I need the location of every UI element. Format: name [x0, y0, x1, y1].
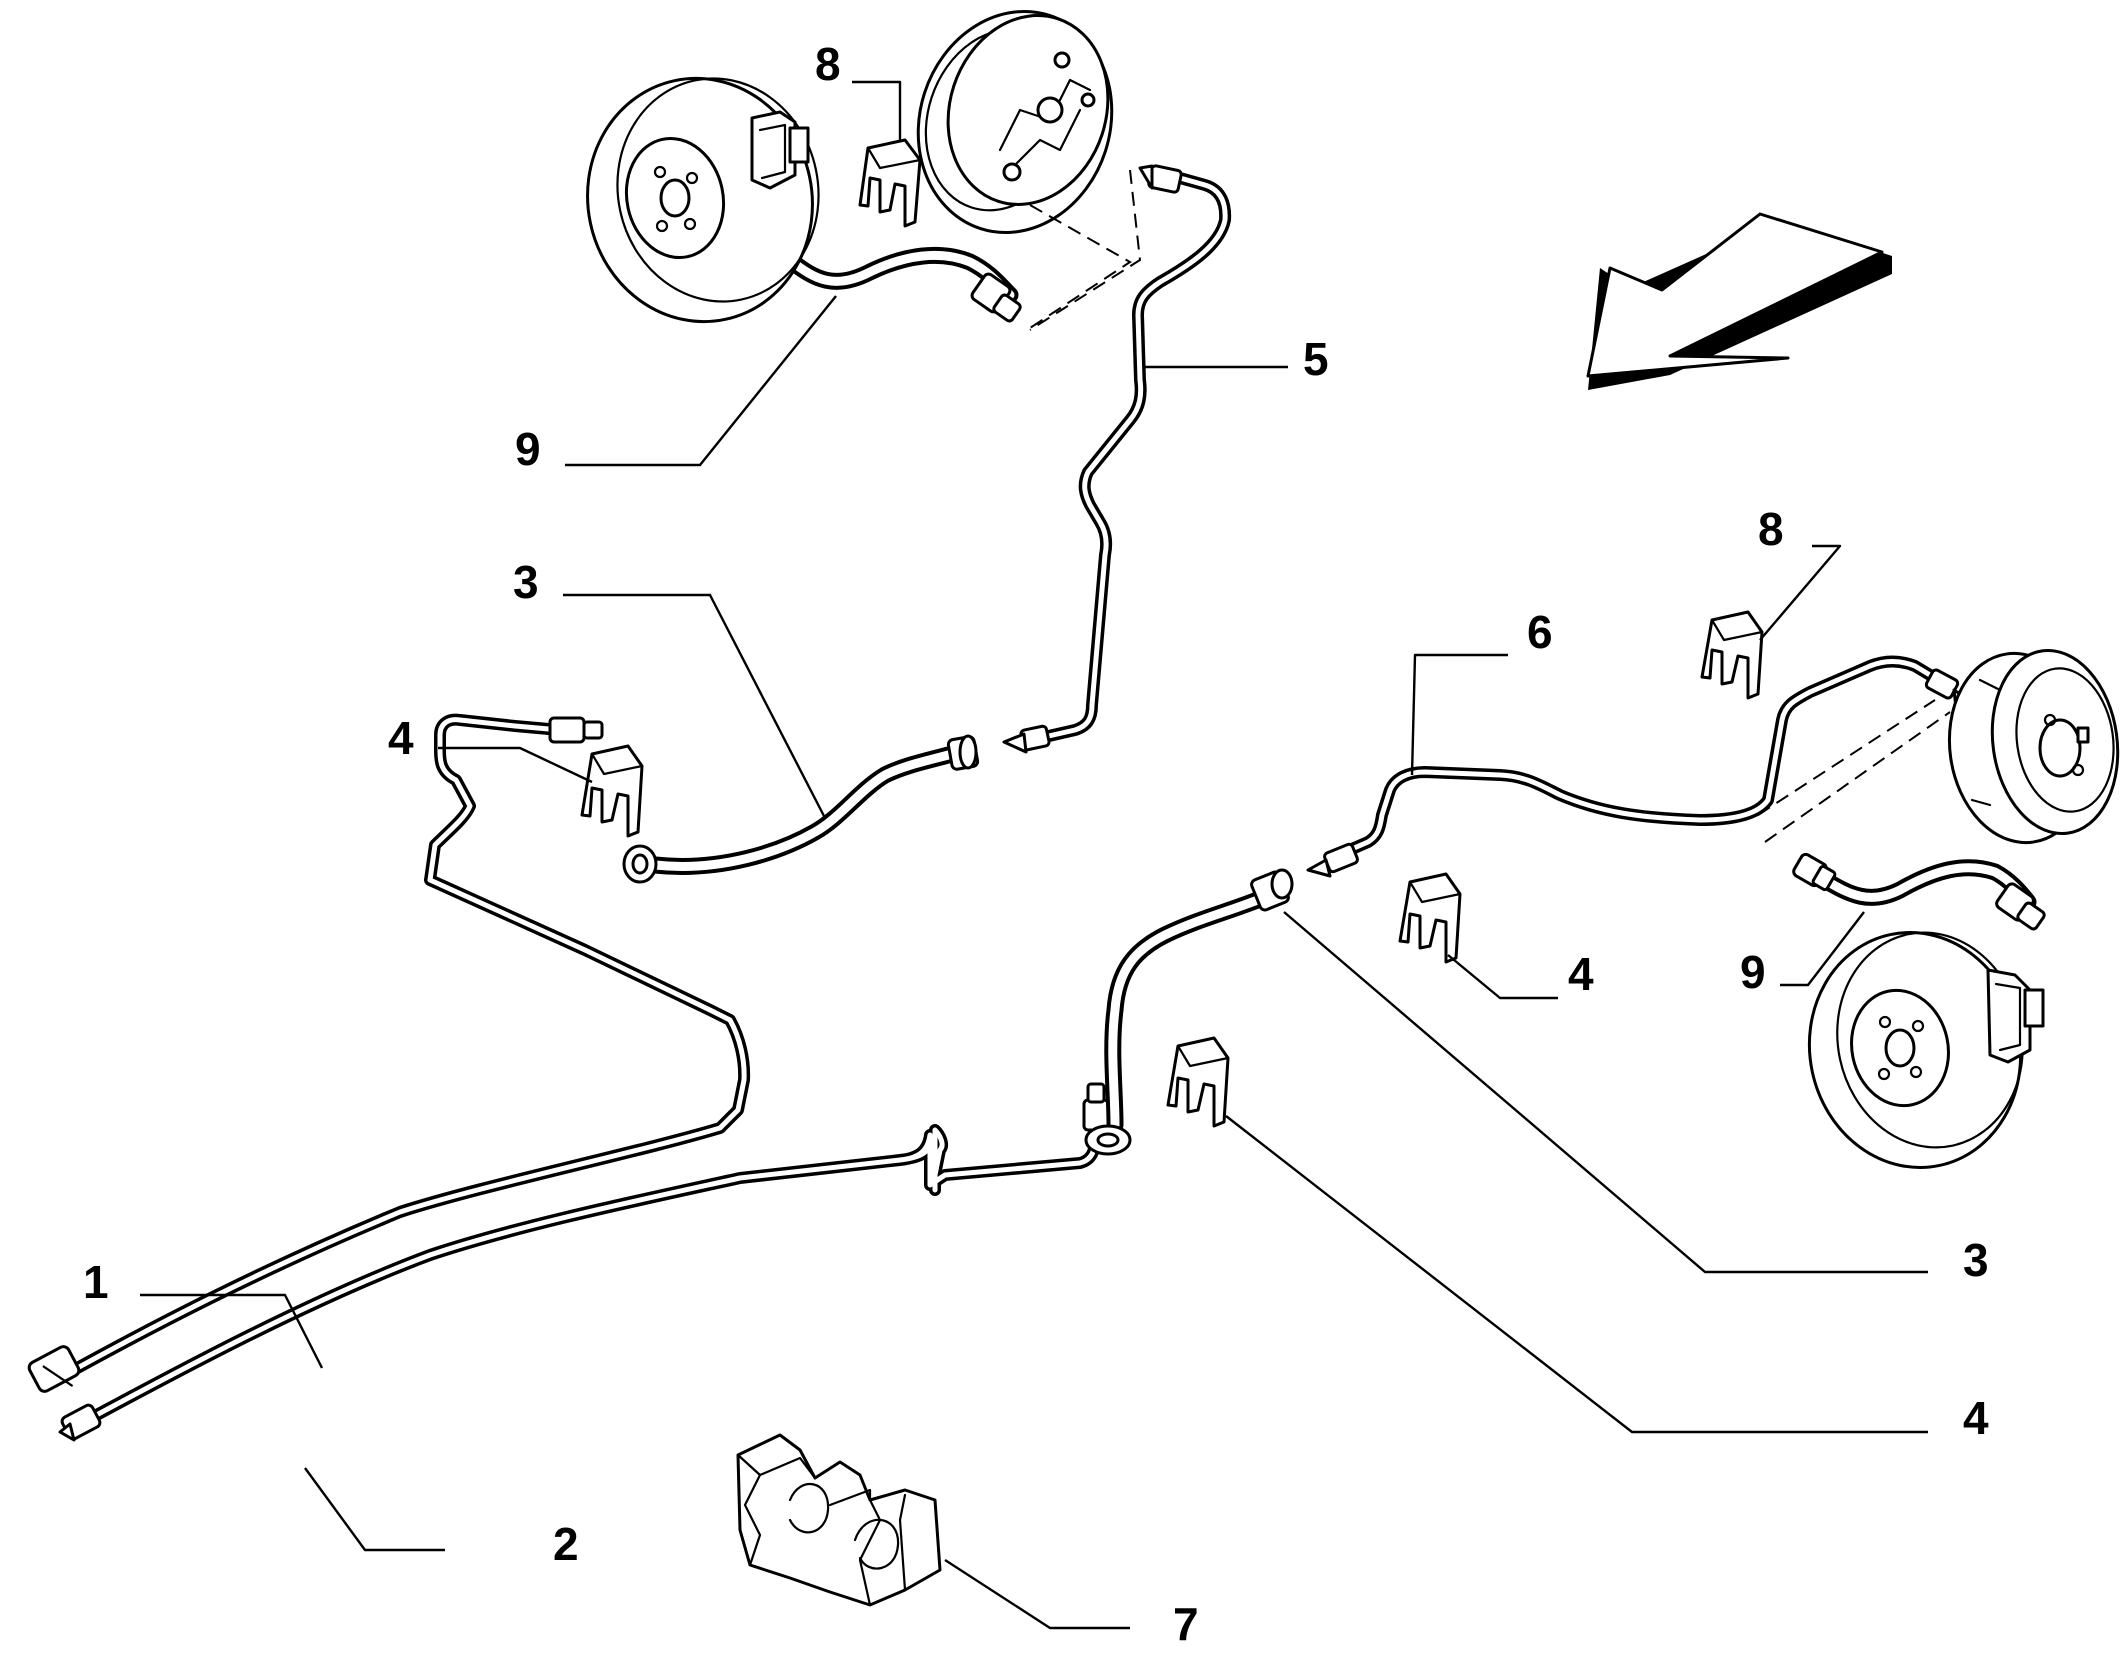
pipe-2-end-fitting [58, 1403, 102, 1442]
hose-3-top-banjo [622, 844, 658, 884]
pipe-5-upper-nut [1138, 164, 1183, 194]
clip-4-mid [1398, 872, 1462, 964]
callout-1: 1 [83, 1256, 109, 1308]
pipe-1-end-fitting [27, 1345, 81, 1393]
clip-8-right [1700, 610, 1764, 700]
hose-9-right-right-fitting [1995, 882, 2046, 931]
brake-drum-right [1947, 648, 2120, 845]
hose-3-center-banjo [1084, 1124, 1132, 1156]
hose-3-center-fitting [1250, 868, 1294, 912]
clip-4-left [580, 744, 644, 838]
brake-disc-bottom [1807, 931, 2045, 1169]
callout-3-right: 3 [1963, 1234, 1989, 1286]
brake-caliper-bottom [1986, 968, 2045, 1064]
pipe-1-union-nut [548, 716, 604, 744]
callout-9-right: 9 [1740, 946, 1766, 998]
brake-hose-9-top [751, 232, 1022, 323]
drum-backplate-top [916, 10, 1114, 234]
callout-4-bottom: 4 [1963, 1392, 1989, 1444]
brake-disc-top [586, 76, 820, 324]
callout-2: 2 [553, 1518, 579, 1570]
brake-caliper-top [750, 110, 810, 190]
assembly-lines [1029, 169, 1951, 843]
brake-pipe-5 [1002, 164, 1232, 754]
callout-4-mid: 4 [1568, 948, 1594, 1000]
brake-pipe-2 [58, 1082, 1110, 1442]
callout-labels: 1 2 3 3 4 4 4 5 6 7 8 8 9 9 [83, 38, 1989, 1650]
clip-4-bottom [1166, 1036, 1230, 1128]
pipe-2-union-nut [1082, 1082, 1110, 1132]
brake-hose-9-right [1792, 852, 2046, 931]
callout-6: 6 [1527, 606, 1553, 658]
callout-8-right: 8 [1758, 503, 1784, 555]
callout-9-top: 9 [515, 423, 541, 475]
callout-8-top: 8 [815, 38, 841, 90]
brake-hose-3-top [622, 734, 980, 884]
pipe-5-lower-nut [1002, 724, 1051, 754]
clip-8-top [858, 138, 922, 228]
direction-arrow-icon [1586, 212, 1892, 390]
leader-lines [140, 80, 1928, 1630]
hose-3-top-fitting [946, 734, 980, 771]
hose-9-top-right-fitting [970, 272, 1022, 323]
callout-7: 7 [1173, 1598, 1199, 1650]
brake-hose-3-center [1084, 868, 1294, 1156]
callout-3-top: 3 [513, 556, 539, 608]
callout-4-left: 4 [388, 712, 414, 764]
hose-9-right-left-fitting [1792, 852, 1837, 892]
brake-pipe-6 [1306, 655, 1968, 878]
double-clip-7 [736, 1433, 942, 1607]
brake-pipe-1 [27, 713, 751, 1393]
callout-5: 5 [1303, 333, 1329, 385]
pipe-6-left-nut [1306, 842, 1359, 878]
